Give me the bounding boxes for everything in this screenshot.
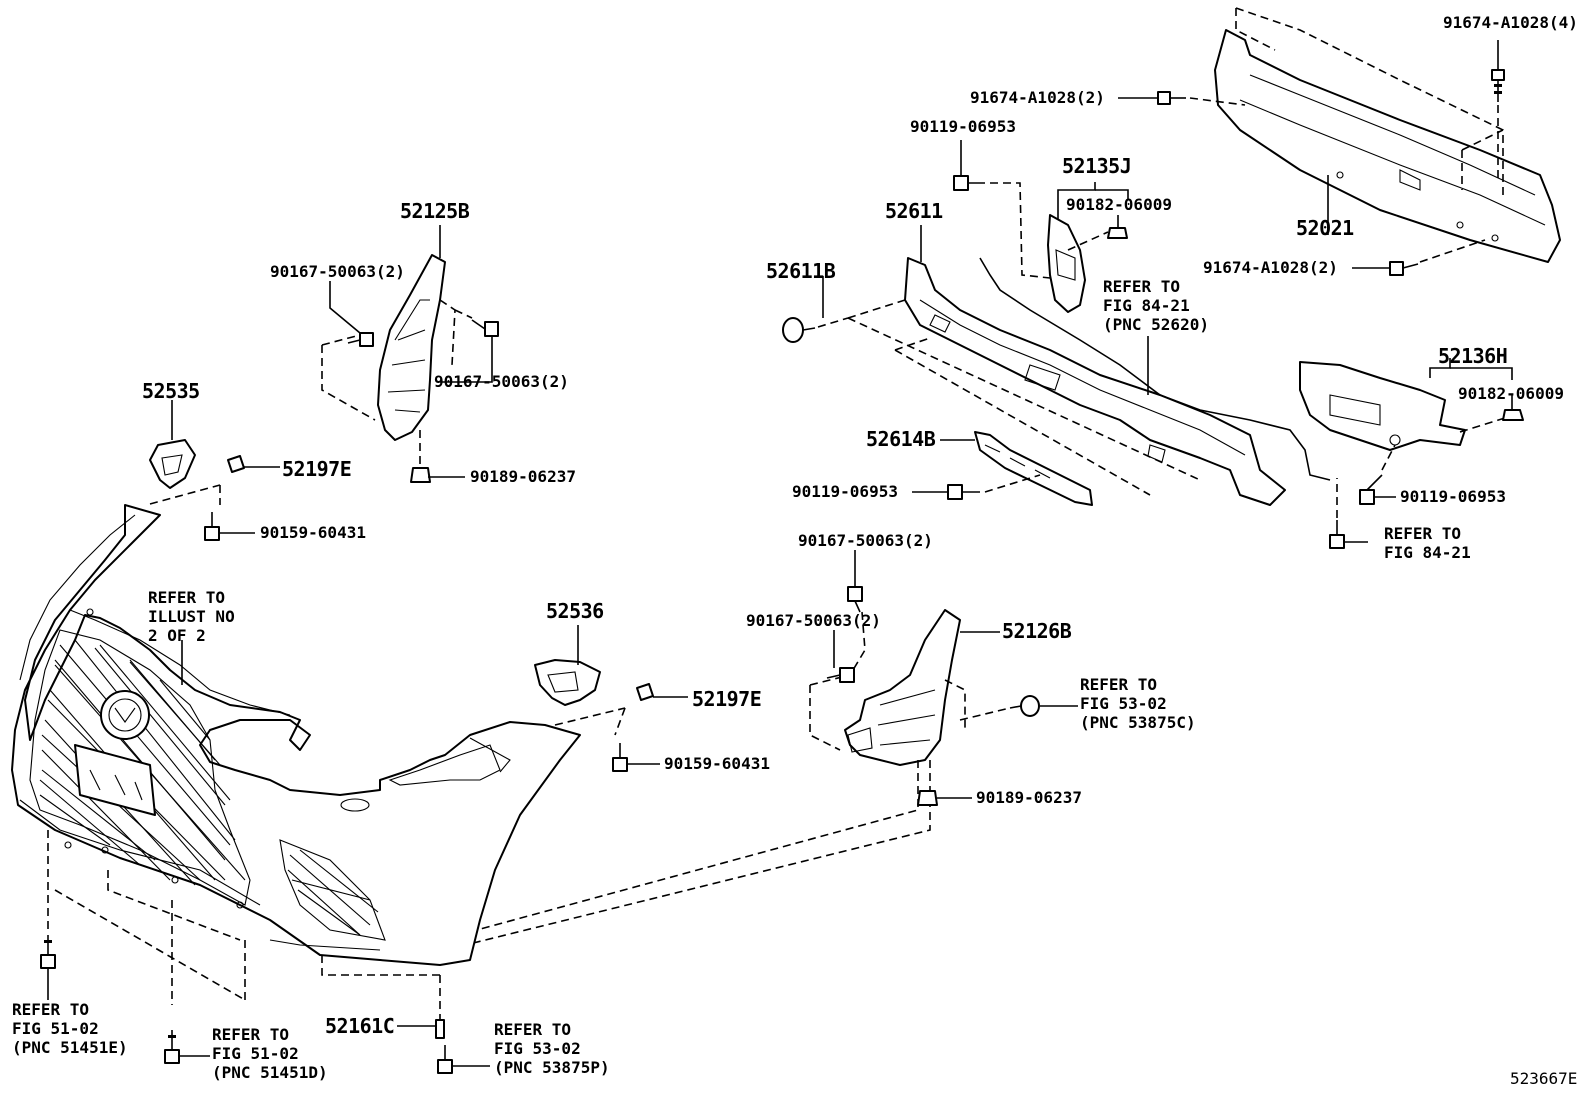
label-90159-60431-a: 90159-60431 — [260, 523, 366, 542]
label-refer-fig-84-21: REFER TO FIG 84-21 — [1384, 524, 1471, 562]
label-52161c: 52161C — [325, 1014, 395, 1038]
bumper-cover — [11, 504, 581, 966]
label-52536: 52536 — [546, 599, 604, 623]
absorber-52611 — [847, 257, 1286, 506]
label-90119-06953-mid: 90119-06953 — [792, 482, 898, 501]
label-91674-a1028-top: 91674-A1028(2) — [970, 88, 1105, 107]
label-refer-fig-51-02-e: REFER TO FIG 51-02 (PNC 51451E) — [12, 1000, 128, 1057]
label-90167-50063-c: 90167-50063(2) — [798, 531, 933, 550]
label-90182-06009-a: 90182-06009 — [1066, 195, 1172, 214]
label-90159-60431-b: 90159-60431 — [664, 754, 770, 773]
label-90189-06237-b: 90189-06237 — [976, 788, 1082, 807]
label-90119-06953-right: 90119-06953 — [1400, 487, 1506, 506]
label-90167-50063-d: 90167-50063(2) — [746, 611, 881, 630]
label-52197e-a: 52197E — [282, 457, 352, 481]
label-90189-06237-a: 90189-06237 — [470, 467, 576, 486]
bracket-52125B — [321, 254, 456, 470]
label-refer-fig-84-21-pnc: REFER TO FIG 84-21 (PNC 52620) — [1103, 277, 1209, 334]
wire-harness — [979, 257, 1331, 481]
label-90167-50063-a: 90167-50063(2) — [270, 262, 405, 281]
bracket-52536 — [534, 659, 601, 706]
label-refer-fig-53-02-c: REFER TO FIG 53-02 (PNC 53875C) — [1080, 675, 1196, 732]
label-52611b: 52611B — [766, 259, 836, 283]
label-91674-a1028-mid: 91674-A1028(2) — [1203, 258, 1338, 277]
bracket-52135J — [1047, 214, 1109, 313]
label-52611: 52611 — [885, 199, 943, 223]
bracket-52535 — [149, 439, 196, 489]
label-90119-06953-top: 90119-06953 — [910, 117, 1016, 136]
diagram-id: 523667E — [1510, 1069, 1578, 1088]
label-52125b: 52125B — [400, 199, 470, 223]
retainer-52614B — [974, 431, 1093, 506]
label-52614b: 52614B — [866, 427, 936, 451]
label-91674-a1028-4: 91674-A1028(4) — [1443, 13, 1578, 32]
label-refer-fig-53-02-p: REFER TO FIG 53-02 (PNC 53875P) — [494, 1020, 610, 1077]
label-52021: 52021 — [1296, 216, 1354, 240]
bracket-52126B — [439, 609, 1011, 951]
label-52136h: 52136H — [1438, 344, 1508, 368]
label-90182-06009-b: 90182-06009 — [1458, 384, 1564, 403]
bracket-52136H — [1299, 361, 1506, 451]
label-52197e-b: 52197E — [692, 687, 762, 711]
fastener-icons — [40, 69, 1524, 1074]
label-90167-50063-b: 90167-50063(2) — [434, 372, 569, 391]
leader-lines — [47, 40, 1513, 1067]
label-refer-fig-51-02-d: REFER TO FIG 51-02 (PNC 51451D) — [212, 1025, 328, 1082]
reinforcement-52021 — [1214, 7, 1561, 263]
label-52535: 52535 — [142, 379, 200, 403]
label-refer-illust-no: REFER TO ILLUST NO 2 OF 2 — [148, 588, 235, 645]
label-52135j: 52135J — [1062, 154, 1132, 178]
label-52126b: 52126B — [1002, 619, 1072, 643]
